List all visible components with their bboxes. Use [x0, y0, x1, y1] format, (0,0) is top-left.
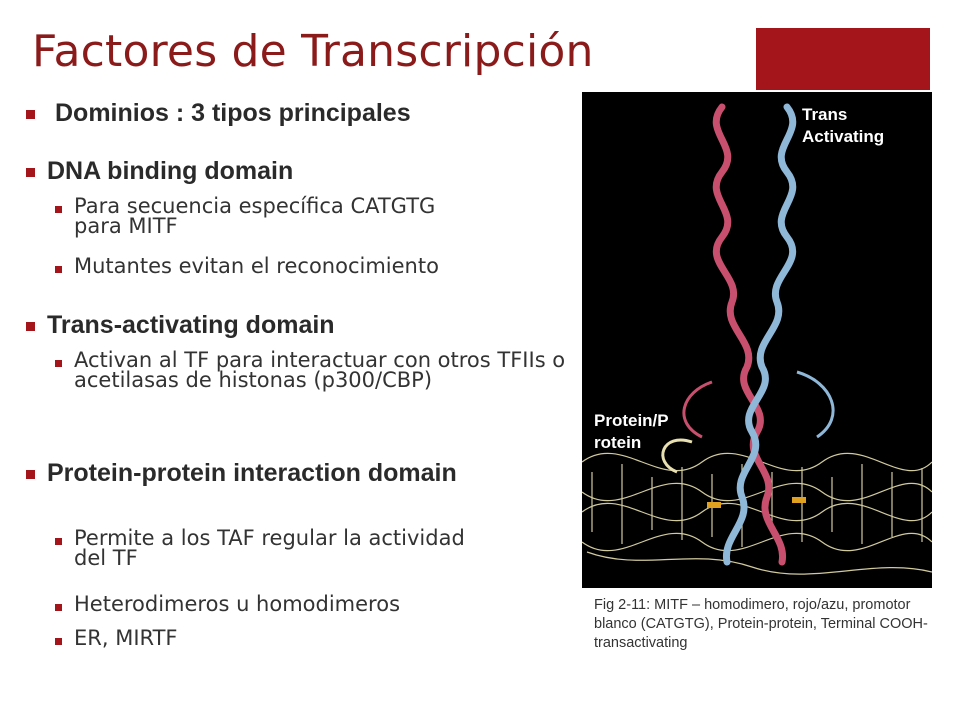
bullet-text: Trans-activating domain: [47, 311, 335, 339]
sub-bullet-dna-2: Mutantes evitan el reconocimiento: [55, 254, 615, 278]
bullet-dna-binding: DNA binding domain: [26, 158, 293, 184]
bullet-square-icon: [55, 360, 62, 367]
sub-bullet-protein-3: ER, MIRTF: [55, 626, 178, 650]
bullet-square-icon: [26, 322, 35, 331]
accent-box: [756, 28, 930, 90]
dna-strands: [582, 452, 932, 575]
protein-dna-illustration: [582, 103, 932, 575]
bullet-square-icon: [55, 638, 62, 645]
bullet-text: Permite a los TAF regular la actividad d…: [74, 526, 465, 570]
bullet-square-icon: [55, 266, 62, 273]
figure-caption: Fig 2-11: MITF – homodimero, rojo/azu, p…: [594, 597, 928, 651]
bullet-square-icon: [26, 470, 35, 479]
bullet-text: Mutantes evitan el reconocimiento: [74, 254, 439, 278]
highlight-sites: [707, 497, 806, 508]
sub-bullet-protein-1: Permite a los TAF regular la actividad d…: [55, 526, 495, 570]
bullet-text: ER, MIRTF: [74, 626, 178, 650]
bullet-trans-activating: Trans-activating domain: [26, 312, 335, 338]
bullet-square-icon: [55, 206, 62, 213]
mitf-structure-figure: Trans Activating Protein/P rotein: [582, 92, 932, 588]
bullet-square-icon: [26, 168, 35, 177]
bullet-square-icon: [55, 538, 62, 545]
bullet-text: Activan al TF para interactuar con otros…: [74, 348, 566, 392]
bullet-protein-protein: Protein-protein interaction domain: [26, 460, 486, 486]
sub-bullet-trans-1: Activan al TF para interactuar con otros…: [55, 348, 595, 392]
bullet-square-icon: [26, 110, 35, 119]
sub-bullet-dna-1: Para secuencia específica CATGTG para MI…: [55, 194, 485, 238]
bullet-text: Para secuencia específica CATGTG para MI…: [74, 194, 436, 238]
loop-strands: [661, 370, 835, 474]
bullet-square-icon: [55, 604, 62, 611]
blue-helix: [722, 103, 797, 566]
label-protein-protein: Protein/P rotein: [594, 411, 669, 452]
red-helix: [712, 103, 787, 566]
bullet-text: Heterodimeros u homodimeros: [74, 592, 401, 616]
bullet-dominios: Dominios : 3 tipos principales: [26, 100, 411, 126]
slide-title: Factores de Transcripción: [32, 26, 594, 77]
label-trans-activating: Trans Activating: [802, 105, 885, 146]
bullet-text: Dominios : 3 tipos principales: [55, 99, 411, 127]
sub-bullet-protein-2: Heterodimeros u homodimeros: [55, 592, 401, 616]
bullet-text: DNA binding domain: [47, 157, 294, 185]
bullet-text: Protein-protein interaction domain: [47, 459, 457, 487]
